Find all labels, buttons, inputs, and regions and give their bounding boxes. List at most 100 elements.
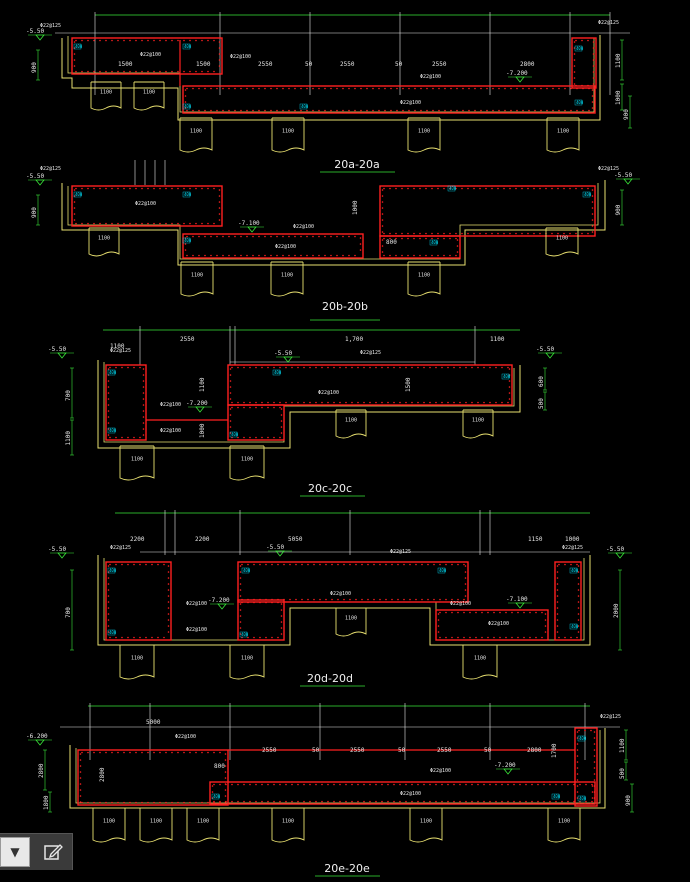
rebar-dot <box>363 800 365 803</box>
rebar-dot <box>325 563 327 566</box>
rebar-dot <box>501 366 503 369</box>
rebar-label: Φ22@100 <box>275 244 296 250</box>
rebar-dot <box>303 800 305 803</box>
rebar-dot <box>142 422 145 424</box>
level-label: -5.50 <box>26 28 44 35</box>
rebar-dot <box>558 87 560 90</box>
pile: 1100 <box>546 117 580 153</box>
rebar-dot <box>300 235 302 238</box>
pile-outline <box>546 118 580 153</box>
pile: 1100 <box>335 607 367 637</box>
rebar-dot <box>411 401 413 404</box>
rebar-dot <box>468 87 470 90</box>
tag-label: 400 <box>184 104 192 109</box>
rebar-dot <box>73 53 76 55</box>
rebar-left <box>105 364 147 441</box>
rebar-dot <box>189 751 191 754</box>
tag-label: 400 <box>184 238 192 243</box>
rebar-label: Φ22@125 <box>40 166 61 172</box>
rebar-dot <box>591 783 593 786</box>
rebar-outline <box>182 233 364 259</box>
rebar-dot <box>591 219 594 221</box>
tag-label: 400 <box>231 432 239 437</box>
rebar-dot <box>385 598 387 601</box>
rebar-dot <box>247 636 249 639</box>
rebar-dot <box>222 87 224 90</box>
rebar-dot <box>147 70 149 73</box>
rebar-dot <box>159 222 161 225</box>
rebar-dot <box>378 87 380 90</box>
rebar-dot <box>265 601 267 604</box>
rebar-dot <box>556 589 559 591</box>
rebar-dot <box>576 791 579 793</box>
rebar-dot <box>109 436 111 439</box>
rebar-dot <box>336 254 338 257</box>
rebar-dot <box>218 65 221 67</box>
rebar-dot <box>381 251 384 253</box>
pile-outline <box>335 410 367 439</box>
rebar-dot <box>123 801 125 804</box>
rebar-dot <box>267 783 269 786</box>
tag-label: 400 <box>579 736 587 741</box>
rebar-dot <box>297 783 299 786</box>
rebar-dot <box>303 401 305 404</box>
rebar-dot <box>93 70 95 73</box>
rebar-dot <box>121 636 123 639</box>
pile: 1100 <box>88 227 120 257</box>
rebar-dot <box>259 563 261 566</box>
rebar-dot <box>391 598 393 601</box>
rebar-dot <box>123 39 125 42</box>
rebar-label: Φ22@100 <box>400 791 421 797</box>
rebar-dot <box>105 801 107 804</box>
rebar-dot <box>395 237 397 240</box>
rebar-dot <box>425 237 427 240</box>
rebar-dot <box>333 401 335 404</box>
rebar-dot <box>234 235 236 238</box>
rebar-outline <box>574 727 598 807</box>
rebar-dot <box>421 598 423 601</box>
rebar-dot <box>525 800 527 803</box>
rebar-dot <box>409 598 411 601</box>
rebar-dot <box>107 416 110 418</box>
rebar-dot <box>243 406 245 409</box>
rebar-dot <box>511 636 513 639</box>
rebar-dot <box>312 254 314 257</box>
rebar-dot <box>107 595 110 597</box>
rebar-dot <box>465 366 467 369</box>
rebar-dot <box>93 801 95 804</box>
rebar-dot <box>93 751 95 754</box>
rebar-dot <box>390 87 392 90</box>
rebar-dot <box>237 406 239 409</box>
rebar-dot <box>255 800 257 803</box>
rebar-dot <box>593 773 596 775</box>
rebar-slab <box>227 364 513 406</box>
pile-outline <box>407 262 441 297</box>
rebar-dot <box>563 187 565 190</box>
rebar-dot <box>556 601 559 603</box>
dim-label: 900 <box>615 204 622 215</box>
edit-button[interactable] <box>40 839 66 865</box>
rebar-dot <box>578 802 580 805</box>
rebar-dot <box>429 366 431 369</box>
rebar-dot <box>201 801 203 804</box>
rebar-dot <box>537 800 539 803</box>
rebar-dot <box>204 87 206 90</box>
rebar-outline <box>435 609 549 641</box>
rebar-dot <box>575 232 577 235</box>
rebar-dot <box>186 254 188 257</box>
rebar-dot <box>486 109 488 112</box>
rebar-dot <box>153 70 155 73</box>
rebar-dot <box>336 235 338 238</box>
rebar-dot <box>324 254 326 257</box>
wall-inner <box>67 183 599 260</box>
rebar-label: Φ22@100 <box>420 74 441 80</box>
rebar-dot <box>167 571 170 573</box>
rebar-dot <box>218 53 221 55</box>
rebar-dot <box>142 416 145 418</box>
level-triangle <box>195 406 205 413</box>
dims_top-label: 1100 <box>110 343 125 350</box>
rebar-dot <box>504 87 506 90</box>
rebar-dot <box>360 87 362 90</box>
view-dropdown-button[interactable]: ▼ <box>0 837 30 867</box>
